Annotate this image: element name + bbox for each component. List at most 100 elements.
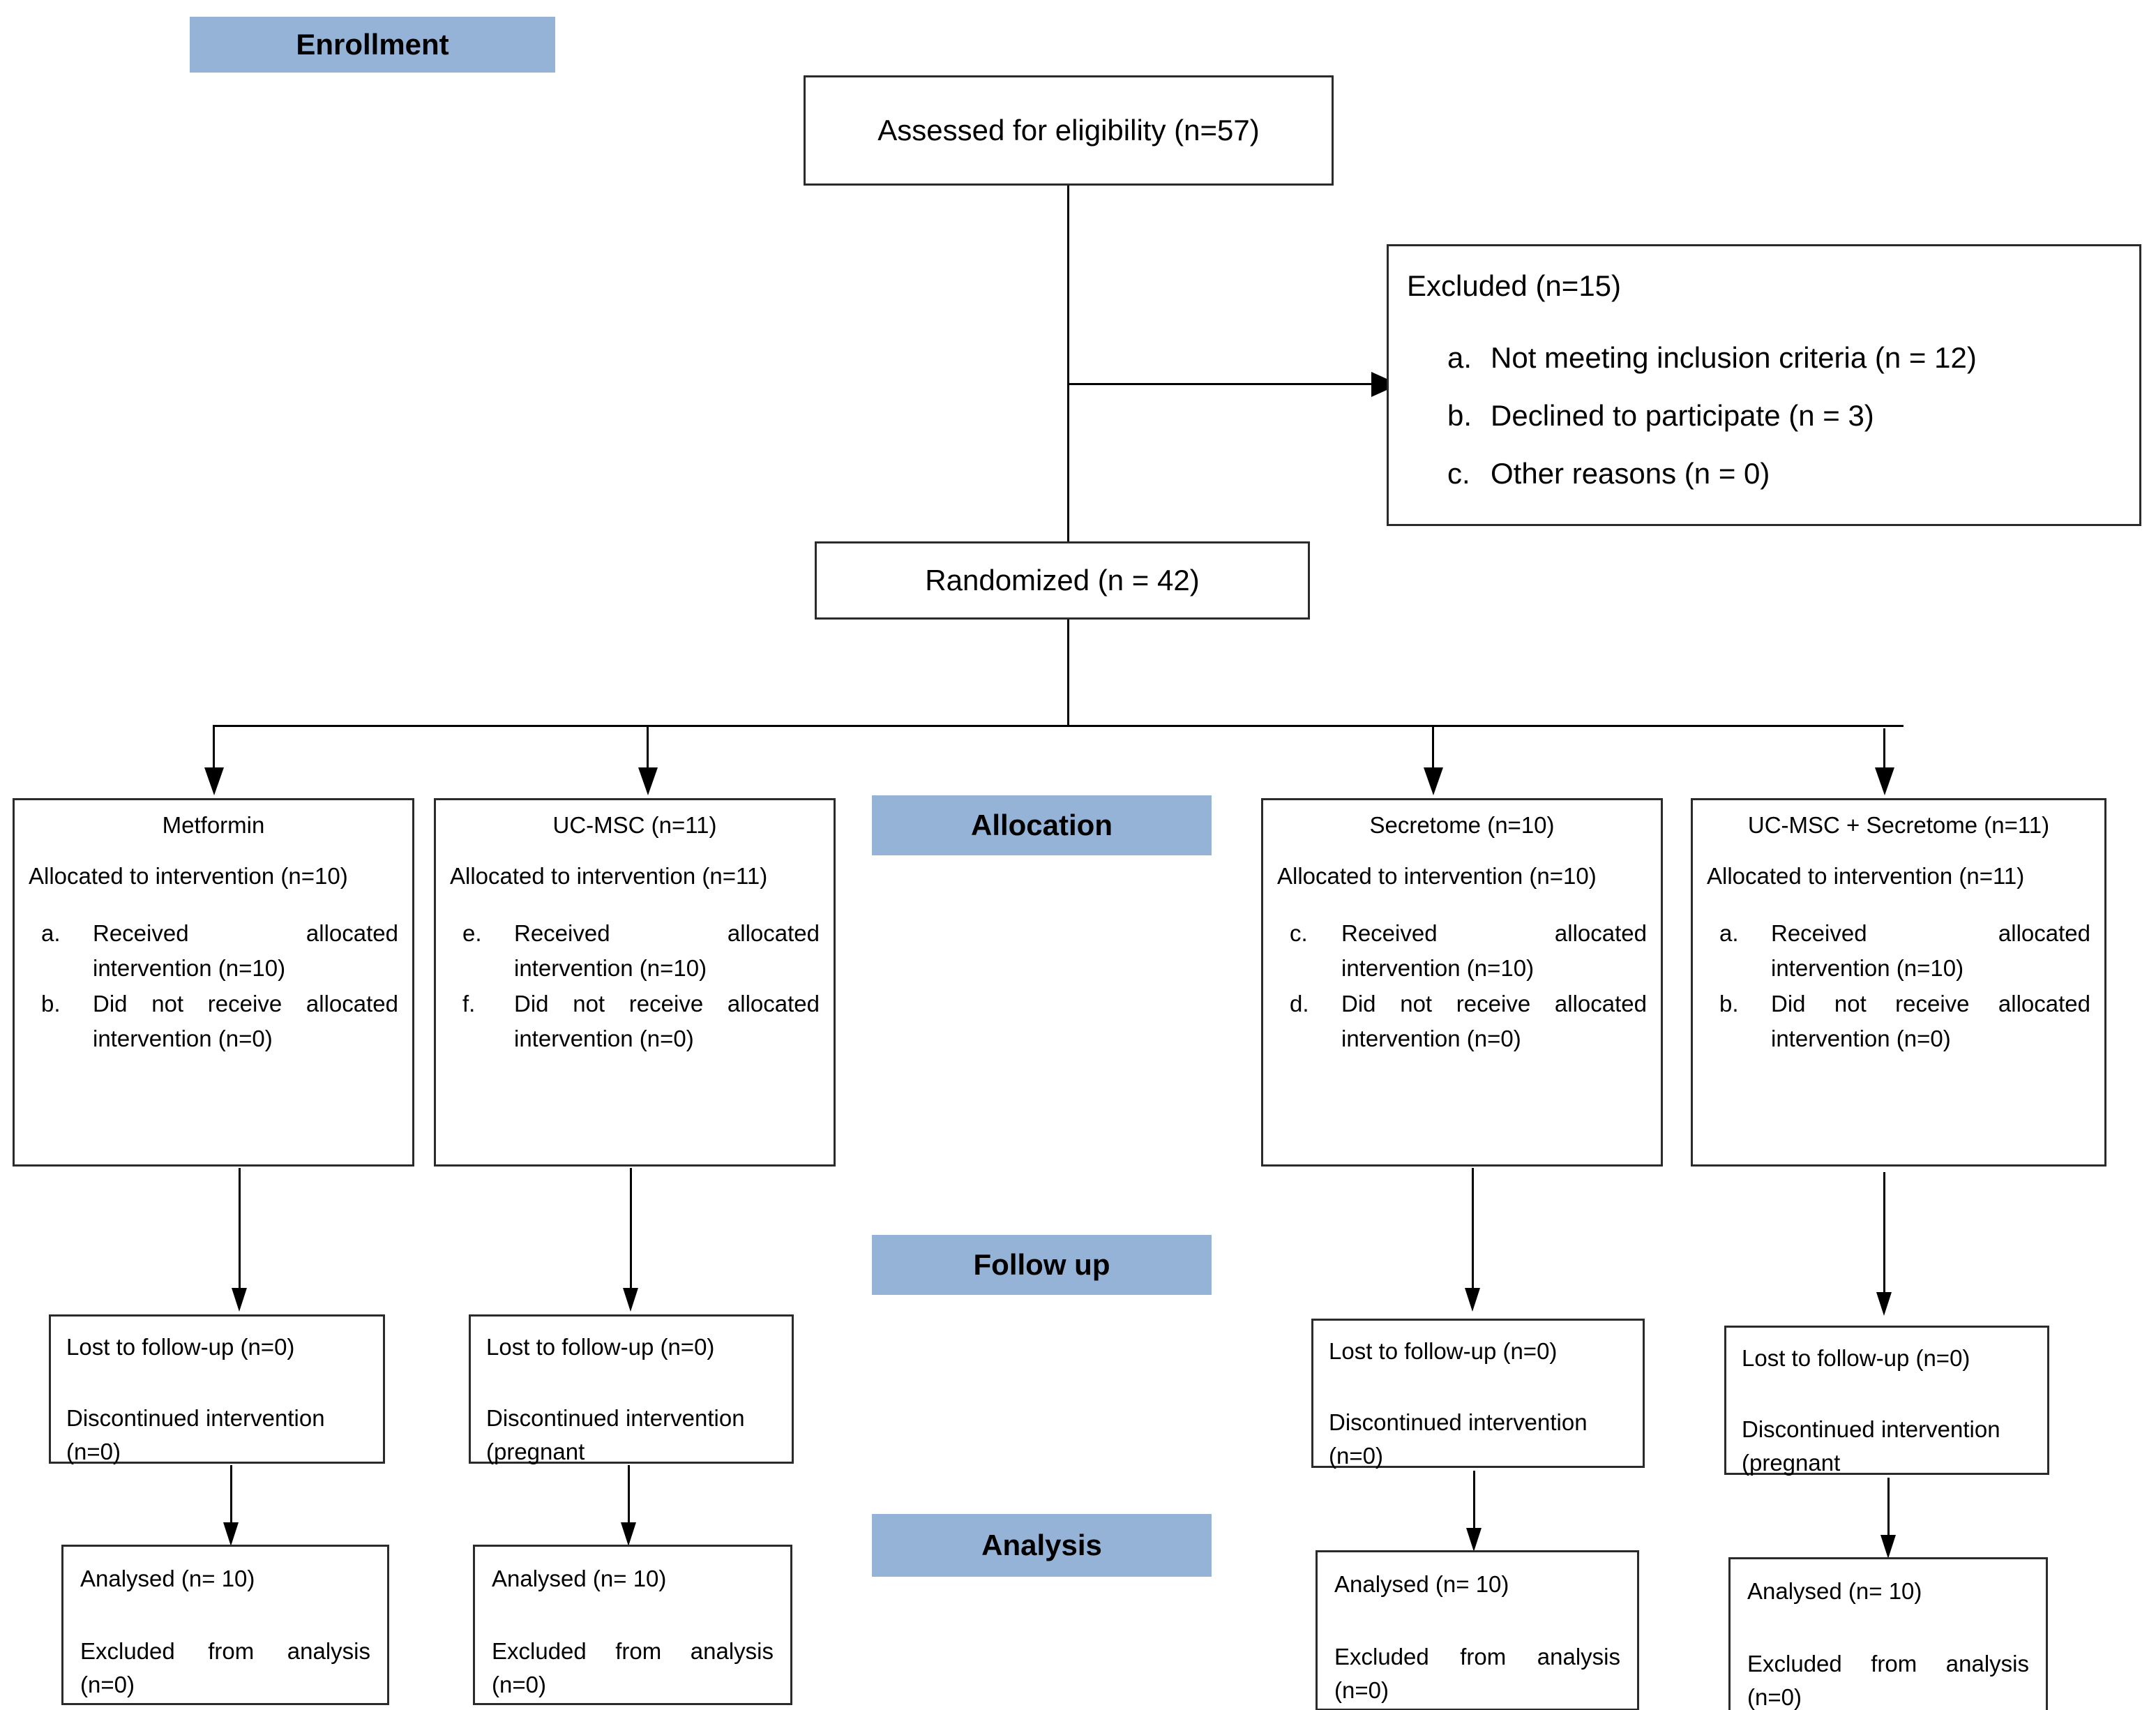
allocation-box-ucmsc: UC-MSC (n=11) Allocated to intervention … (434, 798, 836, 1167)
analysis-box-ucmsc: Analysed (n= 10) Excluded from analysis … (473, 1545, 792, 1705)
list-text: Received allocated intervention (n=10) (514, 920, 820, 981)
excluded-title: Excluded (n=15) (1407, 269, 1622, 302)
allocation-items-list: a. Received allocated intervention (n=10… (1707, 916, 2090, 1056)
analysis-excluded-text: Excluded from analysis (n=0) (1747, 1650, 2029, 1710)
connector-followup-to-analysis-4 (1887, 1478, 1890, 1545)
connector-drop-arm-1 (213, 725, 215, 772)
followup-lost-text: Lost to follow-up (n=0) (1742, 1345, 1970, 1371)
list-text: Received allocated intervention (n=10) (93, 920, 398, 981)
list-marker: d. (1290, 991, 1309, 1017)
arrow-down-analysis-4-icon (1880, 1535, 1896, 1559)
allocation-items-list: a. Received allocated intervention (n=10… (29, 916, 398, 1056)
arrow-down-arm-2-icon (638, 767, 658, 795)
allocation-allocated-text: Allocated to intervention (n=11) (450, 862, 768, 889)
arrow-down-analysis-1-icon (223, 1522, 239, 1546)
randomized-text: Randomized (n = 42) (925, 563, 1200, 597)
stage-banner-follow-up: Follow up (872, 1235, 1212, 1295)
arrow-down-arm-4-icon (1875, 767, 1894, 795)
allocation-items-list: e. Received allocated intervention (n=10… (450, 916, 820, 1056)
list-marker: b. (1447, 398, 1472, 432)
list-marker: b. (41, 991, 61, 1017)
connector-assessed-to-randomized (1067, 186, 1069, 541)
arrow-down-arm-1-icon (204, 767, 224, 795)
analysis-analysed-text: Analysed (n= 10) (80, 1566, 255, 1591)
followup-box-secretome: Lost to follow-up (n=0) Discontinued int… (1311, 1319, 1645, 1469)
connector-alloc-to-followup-3 (1472, 1168, 1474, 1300)
followup-discontinued-text: Discontinued intervention (n=0) (1329, 1409, 1588, 1469)
analysis-excluded-text: Excluded from analysis (n=0) (80, 1637, 370, 1697)
list-text: Received allocated intervention (n=10) (1771, 920, 2090, 981)
list-text: Other reasons (n = 0) (1491, 456, 1770, 490)
list-marker: f. (462, 991, 476, 1017)
arrow-down-followup-2-icon (623, 1288, 638, 1312)
connector-drop-arm-4 (1883, 728, 1885, 772)
stage-banner-analysis: Analysis (872, 1514, 1212, 1577)
connector-drop-arm-2 (647, 725, 649, 772)
allocation-box-ucmsc-plus-secretome: UC-MSC + Secretome (n=11) Allocated to i… (1691, 798, 2106, 1167)
list-item: f. Did not receive allocated interventio… (450, 987, 820, 1056)
allocation-arm-title: UC-MSC + Secretome (n=11) (1747, 812, 2050, 838)
list-item: b. Declined to participate (n = 3) (1407, 393, 2121, 438)
stage-banner-follow-up-label: Follow up (973, 1248, 1110, 1281)
connector-alloc-to-followup-4 (1883, 1172, 1885, 1305)
list-item: b. Did not receive allocated interventio… (29, 987, 398, 1056)
analysis-box-metformin: Analysed (n= 10) Excluded from analysis … (61, 1545, 389, 1705)
list-text: Declined to participate (n = 3) (1491, 398, 1874, 432)
list-marker: c. (1290, 920, 1308, 947)
allocation-arm-title: Metformin (162, 812, 265, 838)
assessed-for-eligibility-box: Assessed for eligibility (n=57) (804, 75, 1334, 186)
list-marker: b. (1719, 991, 1739, 1017)
connector-followup-to-analysis-2 (628, 1465, 630, 1532)
followup-lost-text: Lost to follow-up (n=0) (66, 1334, 295, 1360)
list-item: a. Not meeting inclusion criteria (n = 1… (1407, 335, 2121, 380)
list-item: c. Received allocated intervention (n=10… (1277, 916, 1647, 985)
assessed-for-eligibility-text: Assessed for eligibility (n=57) (877, 113, 1260, 147)
randomized-box: Randomized (n = 42) (815, 541, 1310, 620)
allocation-arm-title: Secretome (n=10) (1369, 812, 1555, 838)
analysis-box-secretome: Analysed (n= 10) Excluded from analysis … (1316, 1550, 1639, 1710)
allocation-box-metformin: Metformin Allocated to intervention (n=1… (13, 798, 414, 1167)
stage-banner-enrollment: Enrollment (190, 17, 555, 73)
stage-banner-analysis-label: Analysis (981, 1529, 1102, 1561)
connector-alloc-to-followup-1 (239, 1168, 241, 1300)
list-marker: a. (41, 920, 61, 947)
list-item: e. Received allocated intervention (n=10… (450, 916, 820, 985)
list-text: Did not receive allocated intervention (… (93, 991, 398, 1051)
allocation-allocated-text: Allocated to intervention (n=10) (29, 862, 348, 889)
list-text: Not meeting inclusion criteria (n = 12) (1491, 340, 1977, 374)
arrow-down-followup-4-icon (1876, 1292, 1892, 1316)
analysis-analysed-text: Analysed (n= 10) (492, 1566, 667, 1591)
stage-banner-allocation: Allocation (872, 795, 1212, 855)
connector-followup-to-analysis-3 (1473, 1471, 1475, 1538)
analysis-analysed-text: Analysed (n= 10) (1334, 1571, 1509, 1597)
connector-assessed-to-excluded (1067, 383, 1374, 385)
arrow-down-analysis-3-icon (1466, 1528, 1482, 1552)
followup-lost-text: Lost to follow-up (n=0) (1329, 1338, 1558, 1364)
followup-discontinued-text: Discontinued intervention (pregnant (1742, 1416, 2000, 1476)
analysis-analysed-text: Analysed (n= 10) (1747, 1578, 1922, 1604)
list-marker: e. (462, 920, 482, 947)
list-marker: a. (1447, 340, 1472, 374)
list-item: c. Other reasons (n = 0) (1407, 451, 2121, 496)
analysis-box-ucmsc-plus-secretome: Analysed (n= 10) Excluded from analysis … (1728, 1557, 2048, 1710)
followup-box-metformin: Lost to follow-up (n=0) Discontinued int… (49, 1314, 385, 1464)
allocation-items-list: c. Received allocated intervention (n=10… (1277, 916, 1647, 1056)
list-item: a. Received allocated intervention (n=10… (1707, 916, 2090, 985)
analysis-excluded-text: Excluded from analysis (n=0) (492, 1637, 774, 1697)
excluded-box: Excluded (n=15) a. Not meeting inclusion… (1387, 244, 2141, 526)
allocation-box-secretome: Secretome (n=10) Allocated to interventi… (1261, 798, 1663, 1167)
connector-followup-to-analysis-1 (230, 1465, 232, 1532)
followup-box-ucmsc-plus-secretome: Lost to follow-up (n=0) Discontinued int… (1724, 1326, 2049, 1476)
list-marker: c. (1447, 456, 1470, 490)
arrow-down-followup-1-icon (232, 1288, 247, 1312)
list-item: b. Did not receive allocated interventio… (1707, 987, 2090, 1056)
arrow-down-analysis-2-icon (621, 1522, 636, 1546)
followup-discontinued-text: Discontinued intervention (n=0) (66, 1404, 325, 1464)
analysis-excluded-text: Excluded from analysis (n=0) (1334, 1643, 1620, 1703)
allocation-allocated-text: Allocated to intervention (n=10) (1277, 862, 1597, 889)
stage-banner-enrollment-label: Enrollment (296, 28, 449, 61)
list-item: a. Received allocated intervention (n=10… (29, 916, 398, 985)
list-marker: a. (1719, 920, 1739, 947)
excluded-reasons-list: a. Not meeting inclusion criteria (n = 1… (1407, 335, 2121, 496)
allocation-allocated-text: Allocated to intervention (n=11) (1707, 862, 2025, 889)
